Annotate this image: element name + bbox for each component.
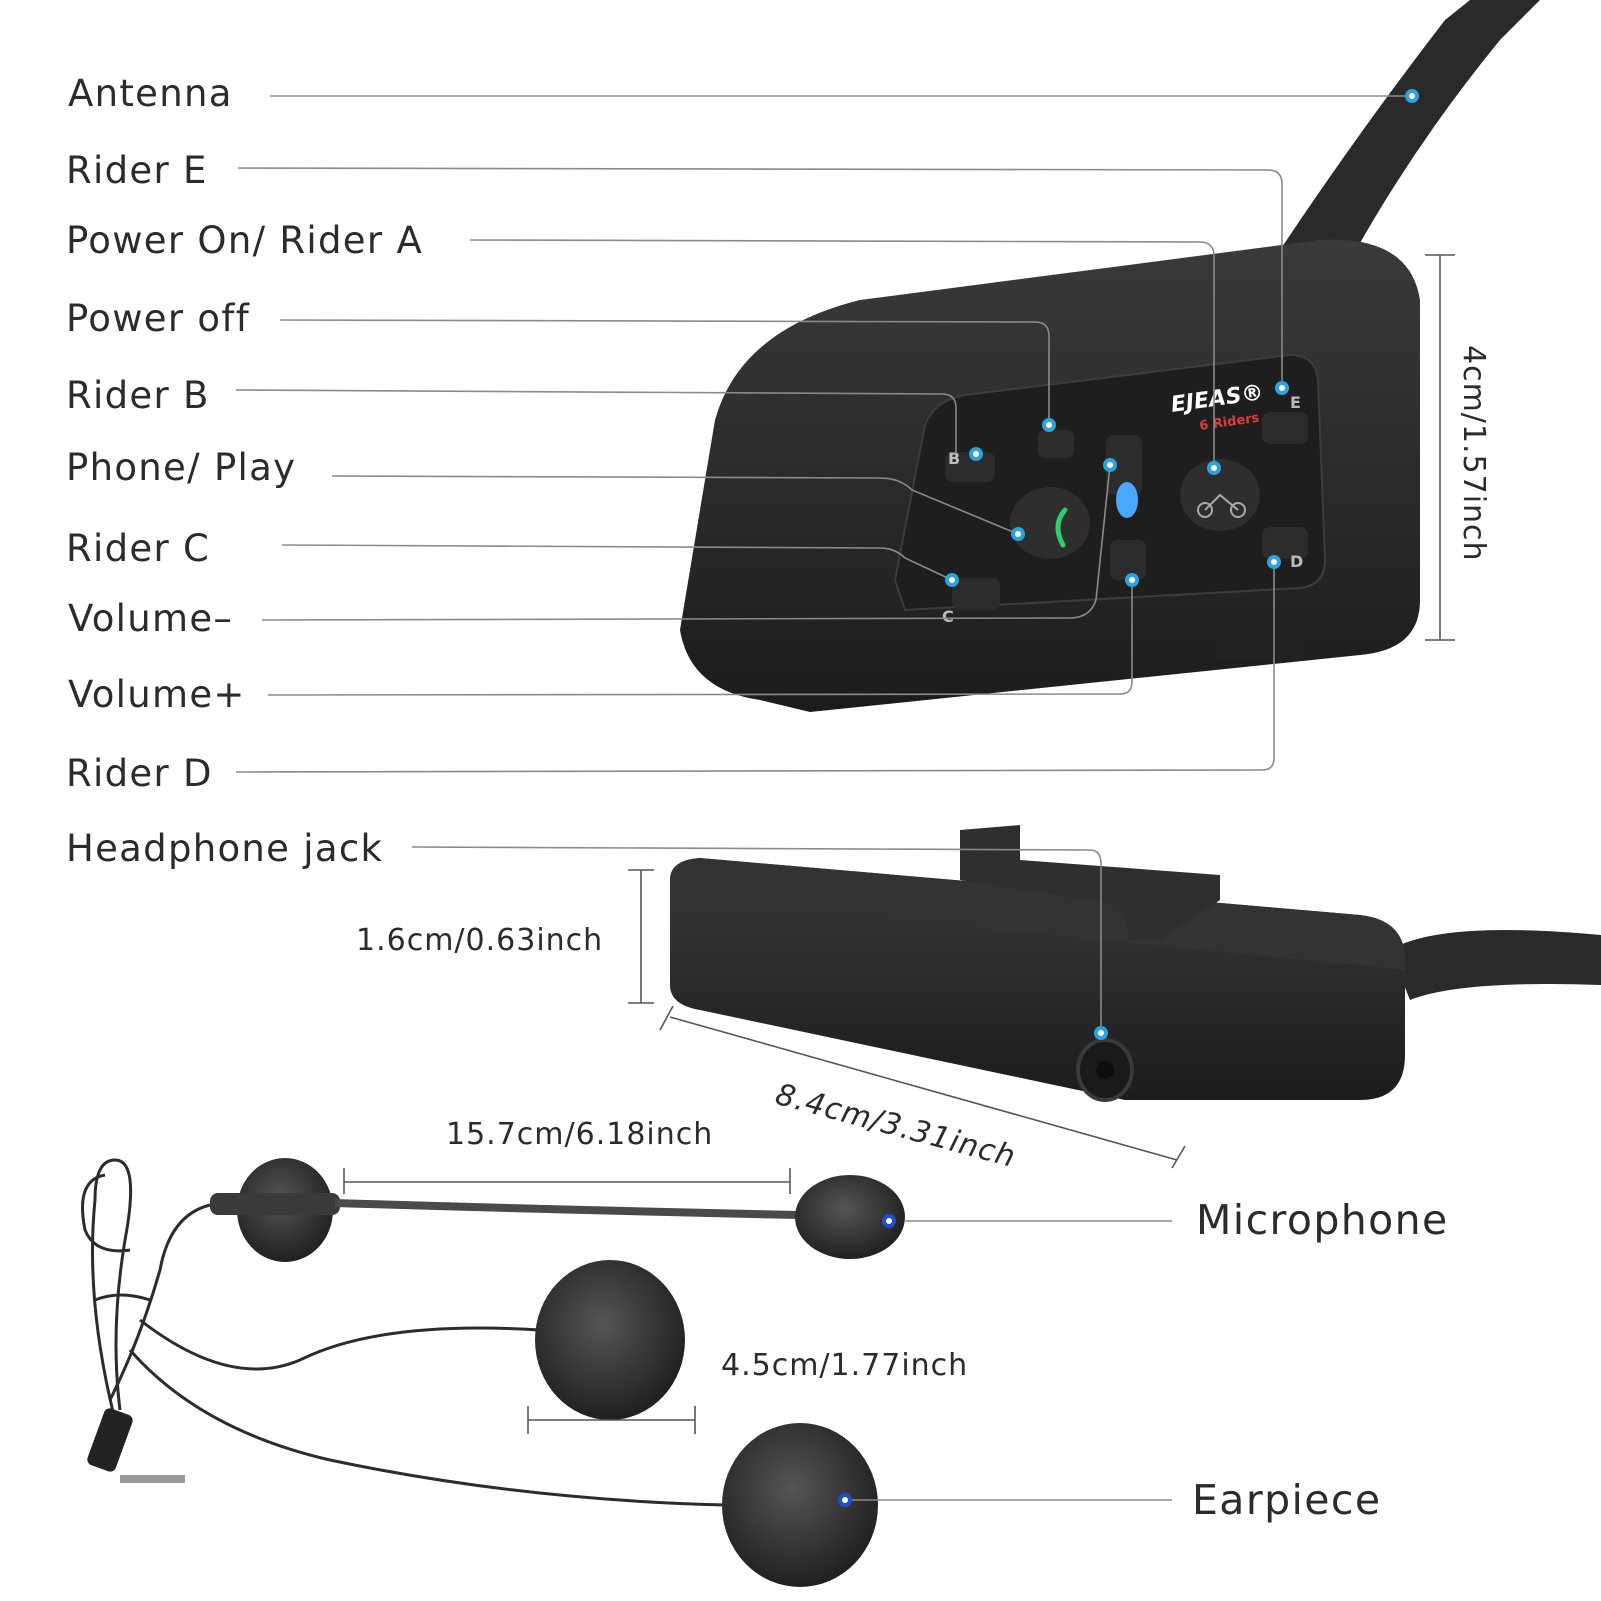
boom-microphone <box>210 1158 905 1262</box>
led-indicator <box>1116 482 1138 518</box>
label-headphone-jack: Headphone jack <box>66 827 384 870</box>
marker-antenna <box>1405 89 1419 103</box>
dimension-thickness: 1.6cm/0.63inch <box>356 923 604 958</box>
label-rider-c: Rider C <box>66 527 211 570</box>
button-volume-plus[interactable] <box>1110 540 1146 580</box>
marker-headphone-jack <box>1094 1026 1108 1040</box>
button-volume-minus[interactable] <box>1106 435 1142 495</box>
phone-icon <box>1055 507 1068 548</box>
label-power-on-rider-a: Power On/ Rider A <box>66 219 424 262</box>
button-power-off[interactable] <box>1038 430 1074 458</box>
marker-volume-minus <box>1103 458 1117 472</box>
speaker-left <box>535 1260 685 1420</box>
button-d[interactable] <box>1262 527 1308 559</box>
marker-power-off <box>1042 418 1056 432</box>
label-power-off: Power off <box>66 297 251 340</box>
headset-cables <box>81 1158 726 1507</box>
dimension-height: 4cm/1.57inch <box>1456 345 1491 562</box>
speaker-right <box>722 1423 878 1587</box>
label-microphone: Microphone <box>1196 1196 1449 1244</box>
dimension-lines <box>343 254 1455 1434</box>
label-volume-minus: Volume– <box>68 597 234 640</box>
button-b[interactable] <box>945 452 995 482</box>
button-letter-c: C <box>942 607 954 626</box>
marker-rider-b <box>969 447 983 461</box>
marker-rider-e <box>1275 381 1289 395</box>
label-rider-e: Rider E <box>66 149 208 192</box>
marker-volume-plus <box>1125 573 1139 587</box>
intercom-front-view: B E C D EJEAS® 6 Riders <box>680 239 1420 712</box>
label-rider-b: Rider B <box>66 374 210 417</box>
button-letter-b: B <box>948 449 960 468</box>
motorbike-icon <box>1197 493 1246 518</box>
label-antenna: Antenna <box>68 72 233 115</box>
intercom-side-view <box>670 825 1601 1102</box>
callout-markers <box>838 89 1419 1507</box>
audio-plug <box>87 1408 185 1483</box>
button-phone-play[interactable] <box>1010 487 1090 559</box>
leader-lines <box>235 95 1410 1501</box>
marker-earpiece <box>838 1493 852 1507</box>
label-earpiece: Earpiece <box>1192 1476 1382 1524</box>
marker-rider-c <box>945 573 959 587</box>
label-phone-play: Phone/ Play <box>66 446 297 489</box>
marker-phone-play <box>1011 527 1025 541</box>
button-c[interactable] <box>952 578 1000 610</box>
label-volume-plus: Volume+ <box>68 673 246 716</box>
marker-rider-d <box>1267 555 1281 569</box>
button-e[interactable] <box>1262 412 1308 444</box>
dimension-speaker: 4.5cm/1.77inch <box>721 1348 969 1383</box>
antenna-shape <box>1280 0 1540 270</box>
marker-rider-a <box>1207 461 1221 475</box>
label-rider-d: Rider D <box>66 752 213 795</box>
button-letter-d: D <box>1290 552 1303 571</box>
marker-microphone <box>882 1214 896 1228</box>
button-letter-e: E <box>1290 393 1301 412</box>
dimension-boom: 15.7cm/6.18inch <box>446 1117 714 1152</box>
